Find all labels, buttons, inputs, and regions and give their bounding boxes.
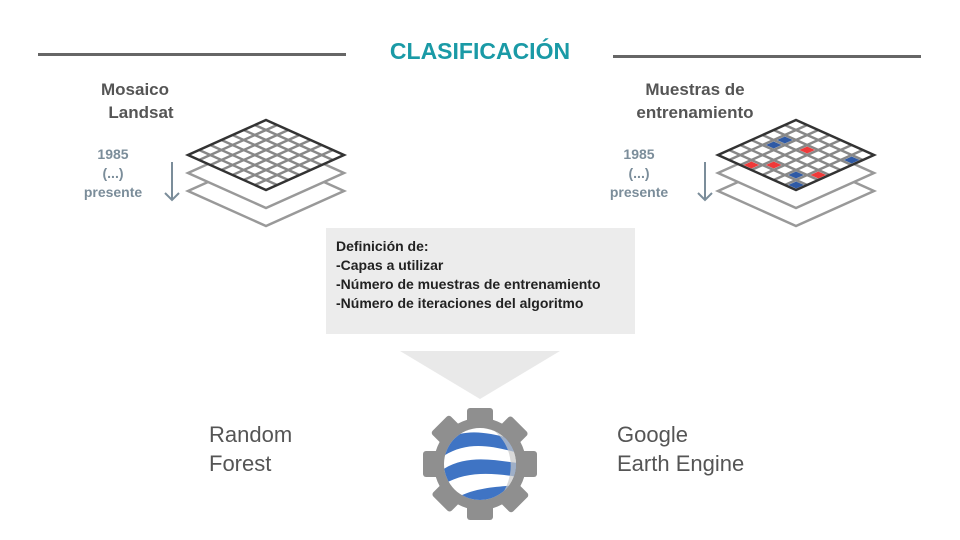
training-samples-layers-icon — [714, 118, 878, 228]
algorithm-line2: Forest — [209, 451, 272, 476]
year-ellipsis: (...) — [102, 165, 124, 181]
mosaic-label-line2: Landsat — [108, 103, 174, 122]
mosaic-label-line1: Mosaico — [100, 80, 170, 99]
year-start: 1985 — [97, 146, 129, 162]
mosaic-years: 1985 (...) presente — [73, 145, 153, 202]
algorithm-label: Random Forest — [209, 420, 292, 478]
definition-box: Definición de: -Capas a utilizar -Número… — [326, 228, 635, 334]
samples-years: 1985 (...) presente — [599, 145, 679, 202]
year-end: presente — [83, 184, 143, 200]
year-start: 1985 — [623, 146, 655, 162]
sample-cell — [743, 161, 760, 169]
title-rule-left — [38, 53, 346, 56]
platform-line1: Google — [617, 422, 688, 447]
samples-label-line1: Muestras de — [645, 80, 745, 99]
mosaic-label: Mosaico Landsat — [80, 78, 190, 124]
samples-label: Muestras de entrenamiento — [620, 78, 770, 124]
page-title: CLASIFICACIÓN — [389, 38, 571, 64]
title-rule-right — [613, 55, 921, 58]
sample-cell — [799, 146, 815, 154]
sample-cell — [788, 181, 804, 189]
grid-border — [714, 118, 878, 192]
year-end: presente — [609, 184, 669, 200]
sample-cell — [810, 171, 827, 179]
time-arrow-icon — [697, 162, 713, 202]
funnel-arrow — [400, 351, 560, 399]
landsat-mosaic-layers-icon — [184, 118, 348, 228]
platform-label: Google Earth Engine — [617, 420, 744, 478]
sample-cell — [843, 156, 860, 164]
samples-label-line2: entrenamiento — [636, 103, 754, 122]
time-arrow-icon — [164, 162, 180, 202]
definition-item: -Capas a utilizar — [336, 257, 444, 273]
definition-heading: Definición de: — [336, 238, 429, 254]
grid-border — [184, 118, 348, 192]
year-ellipsis: (...) — [628, 165, 650, 181]
sample-cell — [765, 141, 782, 149]
definition-item: -Número de iteraciones del algoritmo — [336, 295, 584, 311]
definition-item: -Número de muestras de entrenamiento — [336, 276, 601, 292]
platform-line2: Earth Engine — [617, 451, 745, 476]
sample-cell — [765, 161, 782, 169]
algorithm-line1: Random — [209, 422, 293, 447]
earth-engine-logo-icon — [418, 405, 542, 523]
sample-cell — [777, 136, 793, 144]
